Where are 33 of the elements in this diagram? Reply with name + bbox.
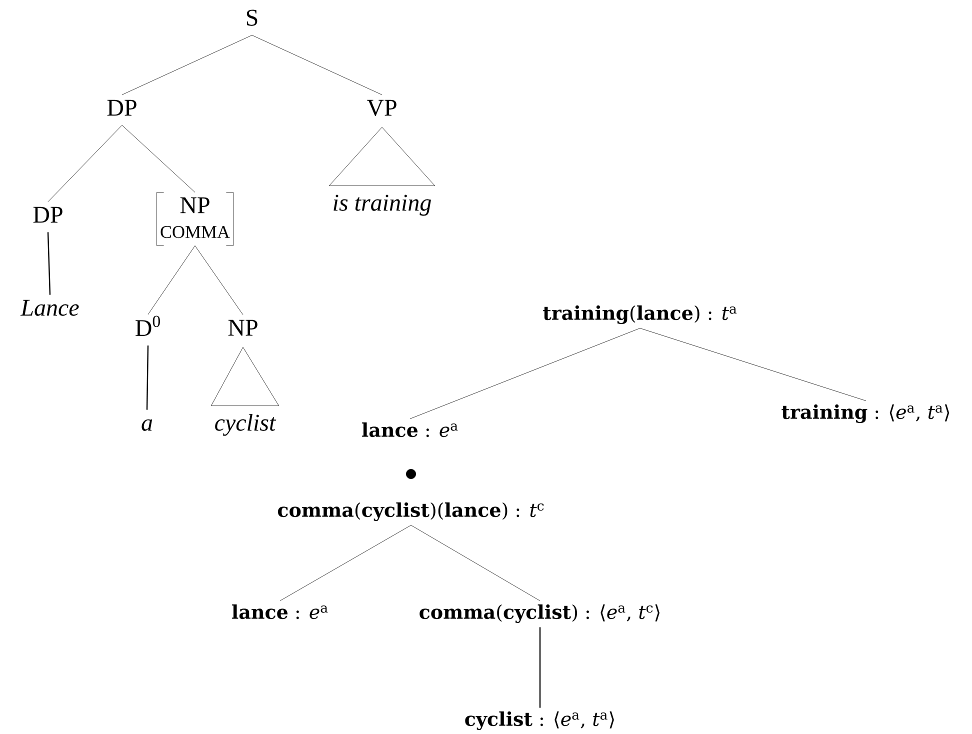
word-label: is training: [334, 194, 431, 216]
branch-line: [640, 328, 866, 401]
branch-line: [194, 246, 244, 315]
branch-line: [48, 125, 122, 202]
roof-triangle: [328, 127, 436, 186]
semantic-label: cyclist : ⟨e$^{a}$, t$^{a}$⟩: [465, 711, 614, 730]
semantic-label: training(lance) : t$^{a}$: [543, 305, 737, 324]
branch-line: [122, 35, 252, 95]
word-label: a: [142, 419, 152, 431]
roof-triangle: [210, 347, 280, 406]
word-label: cyclist: [215, 414, 276, 436]
semantic-label: comma(cyclist)(lance) : t$^{c}$: [278, 502, 544, 522]
branch-line: [148, 246, 196, 315]
branch-line: [252, 35, 382, 95]
category-label: NP: [228, 320, 258, 336]
branch-line: [539, 627, 541, 708]
branch-line: [146, 346, 149, 410]
bracketed-category-label: NP COMMA: [156, 192, 234, 246]
branch-line: [122, 125, 196, 192]
semantic-label: comma(cyclist) : ⟨e$^{a}$, t$^{c}$⟩: [420, 604, 660, 624]
semantic-label: training : ⟨e$^{a}$, t$^{a}$⟩: [782, 404, 950, 424]
semantic-label: lance : e$^{a}$: [362, 422, 458, 438]
category-label: VP: [366, 100, 396, 116]
branch-line: [47, 232, 51, 295]
branch-line: [410, 328, 640, 419]
category-label: DP: [107, 100, 136, 116]
branch-line: [280, 525, 412, 601]
word-label: Lance: [20, 300, 79, 316]
category-label: D$^{0}$: [136, 316, 160, 336]
semantic-label: lance : e$^{a}$: [232, 604, 328, 620]
branch-line: [410, 525, 540, 601]
category-label: DP: [33, 206, 62, 223]
category-label: S: [246, 10, 258, 26]
